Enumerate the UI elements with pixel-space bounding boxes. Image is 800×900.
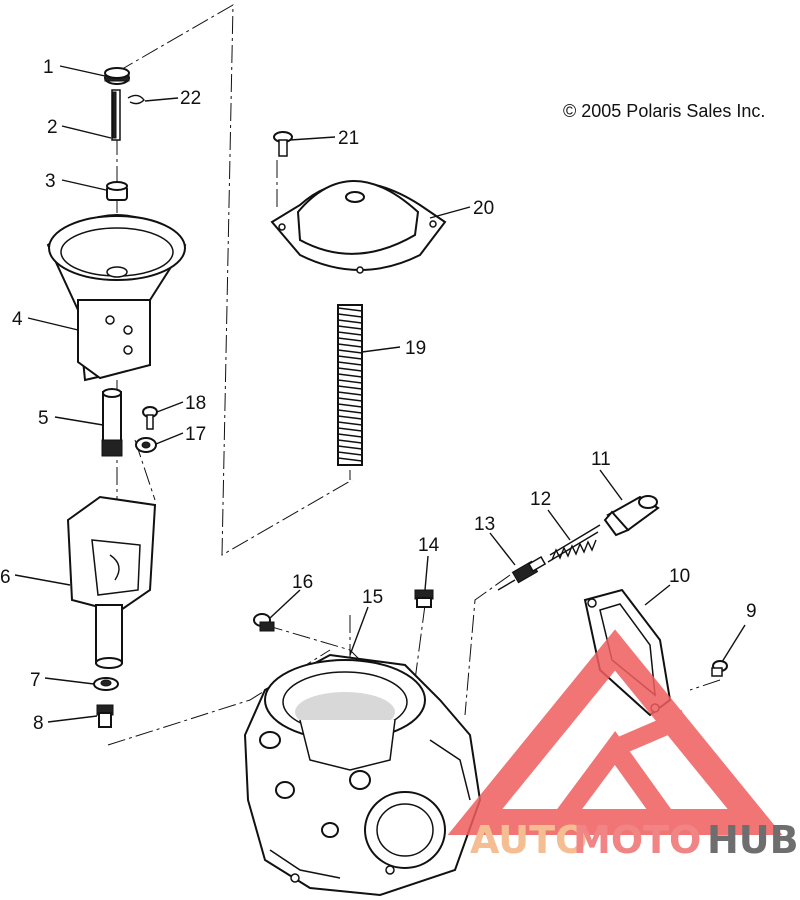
callout-17: 17 bbox=[185, 424, 206, 445]
part-1-cap bbox=[104, 67, 130, 85]
part-19-spring bbox=[337, 304, 363, 466]
callout-16: 16 bbox=[292, 572, 313, 593]
callout-5: 5 bbox=[38, 408, 49, 429]
callout-22: 22 bbox=[180, 88, 201, 109]
callout-8: 8 bbox=[33, 713, 44, 734]
part-5-jet-holder bbox=[101, 388, 123, 457]
callout-3: 3 bbox=[45, 171, 56, 192]
part-6-slide bbox=[66, 495, 157, 669]
callout-7: 7 bbox=[30, 670, 41, 691]
part-13-screw bbox=[497, 556, 547, 591]
copyright-notice: © 2005 Polaris Sales Inc. bbox=[563, 101, 765, 121]
part-7-washer bbox=[93, 677, 119, 691]
callout-2: 2 bbox=[47, 117, 58, 138]
watermark-triangle-icon bbox=[447, 629, 783, 835]
callout-9: 9 bbox=[746, 601, 757, 622]
part-9-screw bbox=[711, 660, 728, 677]
part-8-jet bbox=[96, 704, 114, 728]
callout-19: 19 bbox=[405, 338, 426, 359]
part-21-screw bbox=[273, 131, 293, 157]
callout-labels: 1 2 3 4 5 6 7 8 9 10 11 12 13 14 15 16 1… bbox=[0, 57, 757, 734]
watermark-text-hub: HUB bbox=[707, 818, 799, 862]
watermark-text-auto: AUTO bbox=[470, 818, 587, 862]
callout-13: 13 bbox=[474, 514, 495, 535]
callout-1: 1 bbox=[43, 57, 54, 78]
watermark-logo: AUTO MOTO HUB bbox=[447, 629, 799, 862]
leader-lines bbox=[14, 65, 746, 723]
part-18-screw bbox=[142, 406, 158, 430]
part-4-diaphragm-piston bbox=[46, 214, 187, 382]
callout-15: 15 bbox=[362, 587, 383, 608]
callout-12: 12 bbox=[530, 489, 551, 510]
part-22-clip bbox=[127, 94, 145, 105]
part-20-cover bbox=[270, 180, 447, 274]
part-16-screw bbox=[253, 613, 275, 632]
callout-4: 4 bbox=[12, 309, 23, 330]
part-14-plug bbox=[414, 589, 434, 608]
callout-10: 10 bbox=[669, 566, 690, 587]
part-15-carburetor-body bbox=[243, 653, 482, 897]
watermark-text-moto: MOTO bbox=[573, 818, 701, 862]
callout-18: 18 bbox=[185, 393, 206, 414]
callout-14: 14 bbox=[418, 535, 440, 556]
part-11-fitting bbox=[603, 495, 660, 537]
part-17-washer bbox=[135, 437, 157, 453]
part-3-spacer bbox=[106, 181, 128, 201]
callout-20: 20 bbox=[473, 198, 494, 219]
callout-11: 11 bbox=[591, 449, 611, 470]
callout-21: 21 bbox=[338, 128, 359, 149]
part-12-spring bbox=[547, 524, 601, 563]
callout-6: 6 bbox=[0, 567, 11, 588]
part-2-needle bbox=[111, 89, 121, 141]
